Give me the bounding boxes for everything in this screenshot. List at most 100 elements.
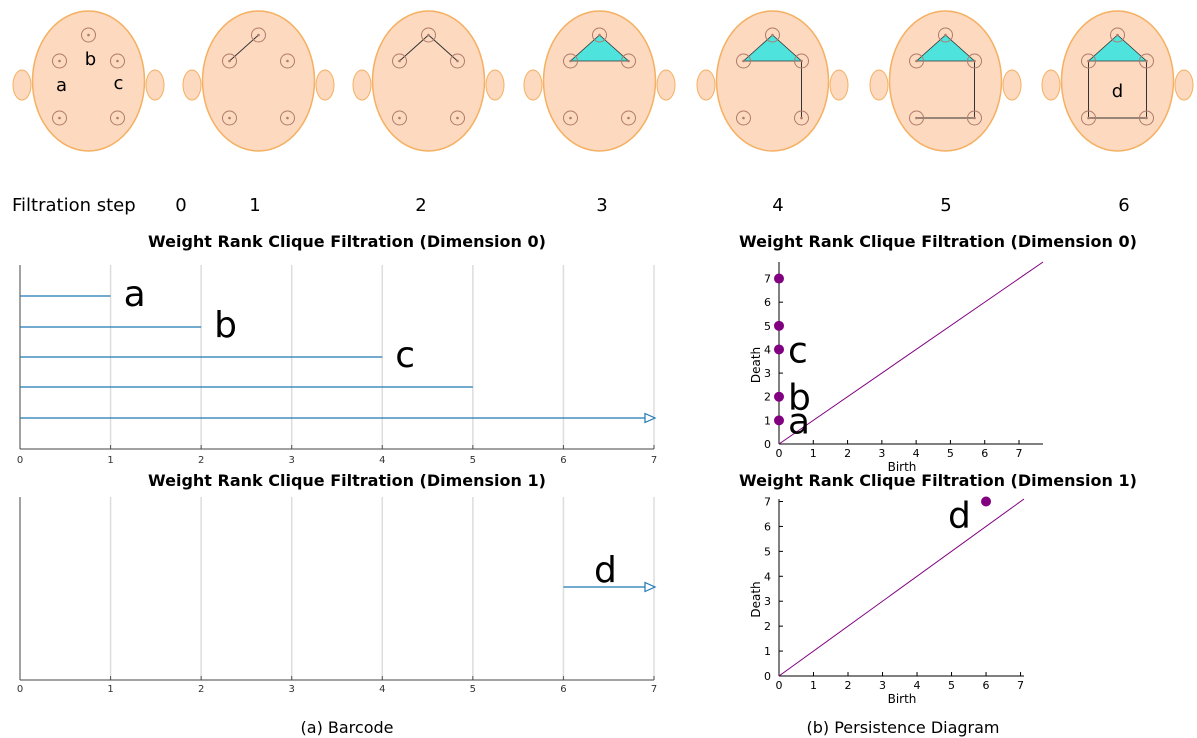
y-axis-label: Death	[749, 347, 763, 383]
electrode	[421, 27, 436, 43]
x-tick-label: 7	[651, 455, 657, 466]
head-panel-6: d	[1041, 10, 1194, 152]
x-tick-label: 2	[198, 684, 204, 695]
y-tick-label: 4	[764, 570, 771, 583]
electrode-dot	[116, 59, 119, 63]
electrode	[110, 53, 125, 69]
y-tick-label: 5	[764, 320, 771, 333]
persistence-panel-2: Weight Rank Clique Filtration (Dimension…	[739, 232, 1137, 474]
electrode-dot	[915, 116, 918, 120]
electrode-dot	[973, 116, 976, 120]
x-tick-label: 6	[983, 679, 990, 692]
electrode-dot	[569, 59, 572, 63]
y-tick-label: 1	[764, 645, 771, 658]
left-ear	[523, 69, 543, 101]
x-tick-label: 5	[470, 455, 476, 466]
head-panel-4	[696, 10, 849, 152]
persistence-point	[774, 320, 784, 331]
barcode-title: Weight Rank Clique Filtration (Dimension…	[148, 471, 546, 490]
triangle-simplex	[915, 34, 976, 62]
electrode-dot	[398, 59, 401, 63]
electrode	[794, 53, 809, 69]
head-panel-2	[352, 10, 505, 152]
caption-barcode: (a) Barcode	[301, 718, 394, 737]
electrode-dot	[569, 116, 572, 120]
x-tick-label: 6	[560, 684, 566, 695]
head-outline	[31, 10, 146, 152]
filtration-step-label: Filtration step	[12, 195, 136, 216]
barcode-label-c: c	[395, 335, 415, 376]
x-tick-label: 5	[947, 447, 954, 460]
electrode-dot	[456, 116, 459, 120]
barcode-label-d: d	[594, 550, 617, 591]
x-tick-label: 7	[1017, 679, 1024, 692]
left-ear	[869, 69, 889, 101]
persistence-label-d: d	[948, 495, 971, 536]
x-tick-label: 6	[981, 447, 988, 460]
x-tick-label: 1	[107, 684, 113, 695]
electrode-dot	[228, 116, 231, 120]
electrode	[81, 27, 96, 43]
filtration-step-6: 6	[1118, 195, 1129, 216]
head-panel-5	[869, 10, 1022, 152]
node-label-c: c	[114, 73, 124, 94]
right-ear	[145, 69, 165, 101]
edge-top-a	[399, 34, 429, 62]
electrode-dot	[1145, 116, 1148, 120]
left-ear	[352, 69, 372, 101]
y-tick-label: 6	[764, 520, 771, 533]
right-ear	[829, 69, 849, 101]
x-tick-label: 1	[107, 455, 113, 466]
triangle-simplex	[742, 34, 803, 62]
electrode-dot	[257, 33, 260, 37]
electrode-dot	[286, 116, 289, 120]
electrode	[52, 110, 67, 126]
head-panel-0: abc	[12, 10, 165, 152]
electrode-dot	[915, 59, 918, 63]
head-outline	[888, 10, 1003, 152]
left-ear	[182, 69, 202, 101]
electrode-dot	[944, 33, 947, 37]
x-tick-label: 4	[379, 455, 385, 466]
triangle-simplex	[569, 34, 630, 62]
x-tick-label: 7	[651, 684, 657, 695]
electrode	[450, 110, 465, 126]
head-outline	[1060, 10, 1175, 152]
electrode	[736, 110, 751, 126]
triangle-simplex	[1087, 34, 1148, 62]
edge-top-a	[229, 34, 259, 62]
electrode-dot	[598, 33, 601, 37]
electrode	[222, 110, 237, 126]
diagonal-line	[778, 498, 1025, 677]
y-tick-label: 0	[764, 670, 771, 683]
left-ear	[696, 69, 716, 101]
x-axis-label: Birth	[888, 692, 917, 706]
x-tick-label: 1	[810, 447, 817, 460]
right-ear	[1174, 69, 1194, 101]
filtration-step-1: 1	[249, 195, 260, 216]
x-tick-label: 7	[1016, 447, 1023, 460]
electrode-dot	[800, 59, 803, 63]
barcode-label-b: b	[214, 305, 237, 346]
electrode-dot	[116, 116, 119, 120]
electrode	[52, 53, 67, 69]
x-tick-label: 3	[878, 447, 885, 460]
persistence-label-c: c	[788, 330, 808, 371]
filtration-step-3: 3	[596, 195, 607, 216]
x-tick-label: 4	[914, 679, 921, 692]
x-tick-label: 6	[560, 455, 566, 466]
barcode-title: Weight Rank Clique Filtration (Dimension…	[148, 232, 546, 251]
right-ear	[1002, 69, 1022, 101]
y-axis-label: Death	[749, 581, 763, 617]
electrode-dot	[58, 116, 61, 120]
persistence-point	[774, 391, 784, 402]
electrode	[1139, 110, 1154, 126]
electrode-dot	[627, 59, 630, 63]
node-label-b: b	[85, 49, 96, 70]
y-tick-label: 7	[764, 273, 771, 286]
persistence-point	[774, 415, 784, 426]
left-ear	[1041, 69, 1061, 101]
y-tick-label: 4	[764, 343, 771, 356]
electrode	[794, 110, 809, 126]
x-tick-label: 2	[844, 447, 851, 460]
